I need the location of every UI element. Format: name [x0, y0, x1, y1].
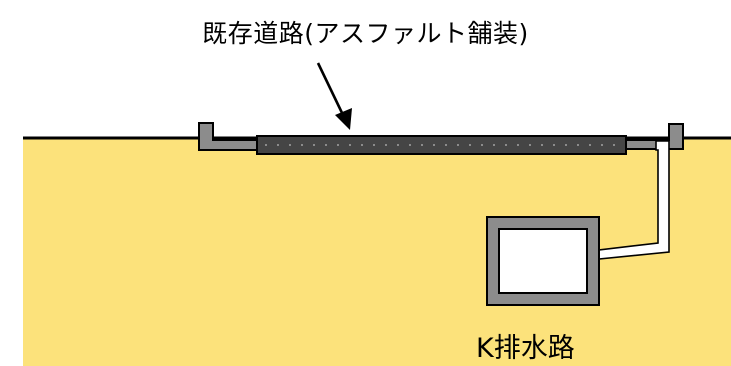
aggregate-dot	[265, 144, 267, 146]
aggregate-dot	[373, 144, 375, 146]
leader-arrow-line	[316, 62, 345, 116]
asphalt-aggregate-pattern	[265, 144, 615, 146]
aggregate-dot	[517, 144, 519, 146]
aggregate-dot	[529, 144, 531, 146]
aggregate-dot	[349, 144, 351, 146]
aggregate-dot	[589, 144, 591, 146]
aggregate-dot	[541, 144, 543, 146]
aggregate-dot	[469, 144, 471, 146]
k-drainage-channel-label: K排水路	[476, 333, 575, 364]
aggregate-dot	[481, 144, 483, 146]
aggregate-dot	[421, 144, 423, 146]
aggregate-dot	[445, 144, 447, 146]
aggregate-dot	[361, 144, 363, 146]
aggregate-dot	[313, 144, 315, 146]
aggregate-dot	[613, 144, 615, 146]
leader-arrow-head	[335, 108, 352, 130]
aggregate-dot	[457, 144, 459, 146]
aggregate-dot	[337, 144, 339, 146]
aggregate-dot	[553, 144, 555, 146]
aggregate-dot	[289, 144, 291, 146]
aggregate-dot	[565, 144, 567, 146]
aggregate-dot	[505, 144, 507, 146]
asphalt-pavement	[256, 135, 627, 155]
aggregate-dot	[577, 144, 579, 146]
drain-box-opening	[498, 228, 588, 294]
aggregate-dot	[397, 144, 399, 146]
aggregate-dot	[325, 144, 327, 146]
aggregate-dot	[301, 144, 303, 146]
aggregate-dot	[493, 144, 495, 146]
aggregate-dot	[409, 144, 411, 146]
aggregate-dot	[277, 144, 279, 146]
existing-road-label: 既存道路(アスファルト舗装)	[202, 19, 529, 48]
aggregate-dot	[601, 144, 603, 146]
aggregate-dot	[385, 144, 387, 146]
aggregate-dot	[433, 144, 435, 146]
